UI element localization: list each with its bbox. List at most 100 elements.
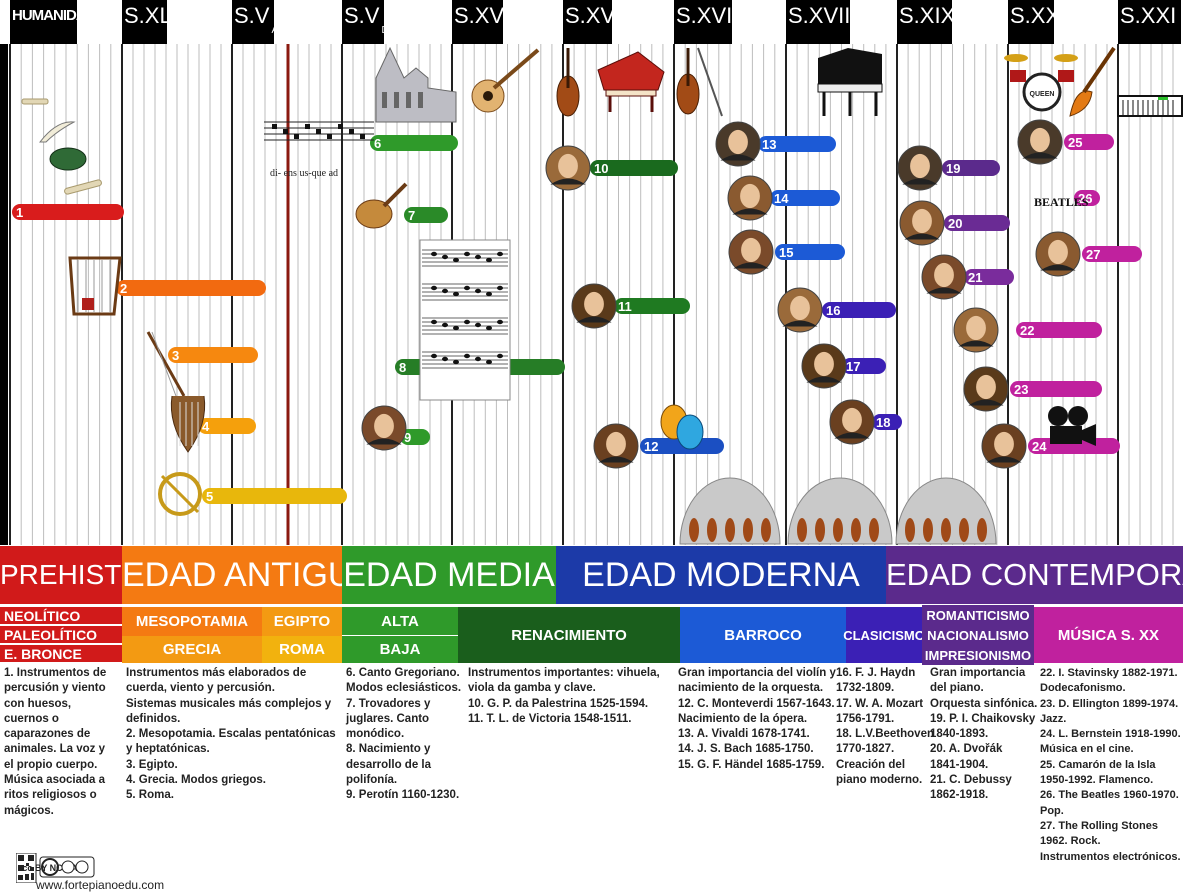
viol-icon bbox=[556, 48, 580, 117]
era-label: EDAD MODERNA bbox=[556, 546, 886, 604]
era-notes: Instrumentos más elaborados de cuerda, v… bbox=[126, 667, 336, 802]
era-notes: 16. F. J. Haydn 1732-1809. 17. W. A. Moz… bbox=[836, 667, 935, 787]
beatles-text: BEATLES bbox=[1034, 195, 1089, 209]
keyboard-icon bbox=[1117, 95, 1183, 117]
license-badge: cc BY NC SA bbox=[16, 853, 95, 883]
violin-icon bbox=[676, 47, 723, 117]
cathedral-icon bbox=[375, 46, 457, 123]
bar-number: 22 bbox=[1020, 323, 1034, 338]
palestrina-portrait bbox=[545, 145, 591, 191]
century-name: S.XX bbox=[1010, 3, 1061, 28]
sub-era-label: NEOLÍTICO bbox=[0, 607, 122, 624]
century-label: S.XVI bbox=[563, 0, 621, 44]
dvorak-portrait bbox=[899, 200, 945, 246]
beatles-logo-icon: BEATLES bbox=[1034, 195, 1089, 209]
sub-era-label: PALEOLÍTICO bbox=[0, 626, 122, 643]
timeline-bar-3: 3 bbox=[168, 347, 258, 363]
bar-number: 12 bbox=[644, 439, 658, 454]
timeline-bar-11: 11 bbox=[614, 298, 690, 314]
lute-icon bbox=[355, 182, 408, 229]
timeline-bar-22: 22 bbox=[1016, 322, 1102, 338]
century-label: S.XV bbox=[452, 0, 505, 44]
era-label: EDAD ANTIGUA bbox=[122, 546, 342, 604]
sub-era-label: MESOPOTAMIA bbox=[122, 607, 262, 636]
handel-portrait bbox=[728, 229, 774, 275]
timeline-bar-14: 14 bbox=[770, 190, 840, 206]
bar-number: 8 bbox=[399, 360, 406, 375]
bar-number: 26 bbox=[1078, 191, 1092, 206]
bar-number: 21 bbox=[968, 270, 982, 285]
era-label: EDAD CONTEMPORÁNEA bbox=[886, 546, 1183, 604]
century-label: S.XL bbox=[122, 0, 172, 44]
timeline-bar-4: 4 bbox=[198, 418, 256, 434]
bar-number: 5 bbox=[206, 489, 213, 504]
beethoven-portrait bbox=[829, 399, 875, 445]
century-label: S.VA.C. bbox=[232, 0, 291, 44]
bar-number: 4 bbox=[202, 419, 210, 434]
era-notes: 22. I. Stavinsky 1882-1971. Dodecafonism… bbox=[1040, 667, 1181, 863]
sub-era-label: EGIPTO bbox=[262, 607, 342, 636]
bar-number: 19 bbox=[946, 161, 960, 176]
shell-icon bbox=[49, 147, 87, 171]
century-label: S.XIX bbox=[897, 0, 956, 44]
century-name: S.XIX bbox=[899, 3, 956, 28]
bow-icon bbox=[146, 331, 186, 397]
bar-number: 13 bbox=[762, 137, 776, 152]
bar-number: 25 bbox=[1068, 135, 1082, 150]
timeline-bar-16: 16 bbox=[822, 302, 896, 318]
bar-number: 3 bbox=[172, 348, 179, 363]
bar-number: 15 bbox=[779, 245, 793, 260]
century-name: HUMANIDAD bbox=[12, 7, 96, 24]
haydn-portrait bbox=[777, 287, 823, 333]
timeline-bar-19: 19 bbox=[942, 160, 1000, 176]
sub-era-label: BAJA bbox=[342, 636, 458, 663]
era-notes: 1. Instrumentos de percusión y viento co… bbox=[4, 667, 107, 817]
timeline-bar-1: 1 bbox=[12, 204, 124, 220]
perotin-portrait bbox=[361, 405, 407, 451]
bar-number: 10 bbox=[594, 161, 608, 176]
century-era-suffix: A.C. bbox=[271, 25, 291, 36]
era-notes: 6. Canto Gregoriano. Modos eclesiásticos… bbox=[346, 667, 462, 802]
century-name: S.V bbox=[234, 3, 270, 28]
timeline-bar-13: 13 bbox=[758, 136, 836, 152]
site-url[interactable]: www.fortepianoedu.com bbox=[36, 878, 165, 892]
century-name: S.XV bbox=[454, 3, 505, 28]
sub-era-label: ROMA bbox=[262, 636, 342, 663]
timeline-grid: 1234567891011121314151617181920212223242… bbox=[0, 44, 1183, 545]
sub-era-label: IMPRESIONISMO bbox=[922, 645, 1034, 665]
timeline-bar-27: 27 bbox=[1082, 246, 1142, 262]
lyre-icon bbox=[170, 395, 206, 453]
bone-icon bbox=[21, 98, 49, 105]
timeline-bar-18: 18 bbox=[872, 414, 902, 430]
era-label: PREHISTORIA bbox=[0, 546, 122, 604]
orchestra-icon bbox=[679, 477, 997, 545]
century-name: S.XVI bbox=[565, 3, 622, 28]
timeline-bar-17: 17 bbox=[842, 358, 886, 374]
timeline-bar-6: 6 bbox=[370, 135, 458, 151]
grand-piano-icon bbox=[817, 48, 883, 116]
century-label: S.XXI bbox=[1118, 0, 1181, 44]
drum-kit-icon: QUEEN bbox=[1004, 54, 1078, 112]
sub-era-label: GRECIA bbox=[122, 636, 262, 663]
debussy-portrait bbox=[921, 254, 967, 300]
trumpet-icon bbox=[158, 472, 202, 516]
sub-era-label: ALTA bbox=[342, 607, 458, 635]
sub-era-label: CLASICISMO bbox=[843, 607, 925, 663]
harp-icon bbox=[68, 256, 122, 316]
bar-number: 9 bbox=[404, 430, 411, 445]
electric-guitar-icon bbox=[1069, 46, 1116, 117]
era-notes: Gran importancia del piano. Orquesta sin… bbox=[930, 667, 1038, 802]
bar-number: 6 bbox=[374, 136, 381, 151]
timeline-bar-25: 25 bbox=[1064, 134, 1114, 150]
gregorian-score-icon: di- ens us-que ad bbox=[264, 121, 374, 179]
stravinsky-portrait bbox=[953, 307, 999, 353]
timeline-bar-21: 21 bbox=[964, 269, 1014, 285]
camaron-portrait bbox=[1017, 119, 1063, 165]
bar-number: 1 bbox=[16, 205, 23, 220]
bar-number: 11 bbox=[618, 299, 632, 314]
bar-number: 14 bbox=[774, 191, 789, 206]
timeline-bar-9: 9 bbox=[400, 429, 430, 445]
timeline-bar-20: 20 bbox=[944, 215, 1010, 231]
left-axis bbox=[0, 44, 8, 545]
